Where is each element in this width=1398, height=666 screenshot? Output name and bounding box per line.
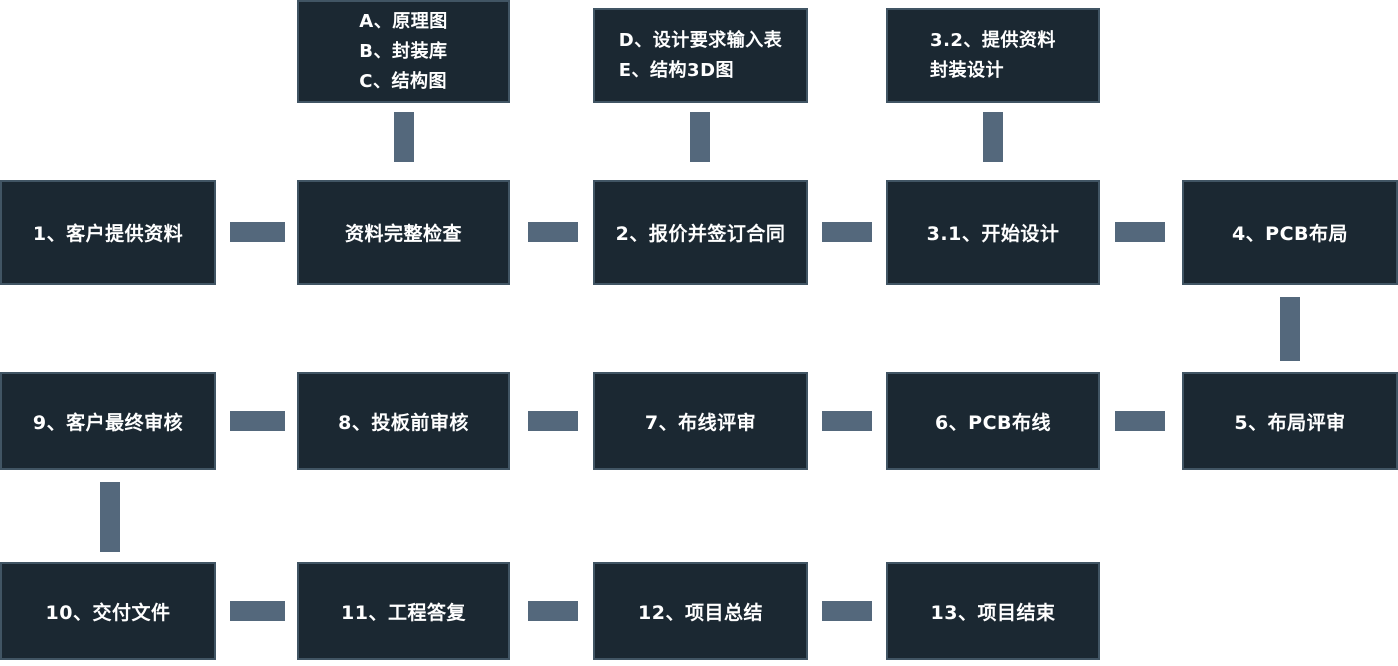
flow-node-step-2: 2、报价并签订合同 xyxy=(593,180,808,285)
flow-node-label: 9、客户最终审核 xyxy=(32,411,184,434)
flow-node-label: 10、交付文件 xyxy=(45,601,171,624)
annotation-lines: D、设计要求输入表 E、结构3D图 xyxy=(619,28,782,83)
connector-step-8-to-step-9 xyxy=(230,411,285,431)
annotation-box-de: D、设计要求输入表 E、结构3D图 xyxy=(593,8,808,103)
annotation-box-3-2: 3.2、提供资料 封装设计 xyxy=(886,8,1100,103)
flow-node-data-check: 资料完整检查 xyxy=(297,180,510,285)
connector-step-6-to-step-7 xyxy=(822,411,872,431)
flow-node-label: 6、PCB布线 xyxy=(934,411,1052,434)
connector-step-3-1-to-step-4 xyxy=(1115,222,1165,242)
flow-node-label: 8、投板前审核 xyxy=(338,411,469,434)
annotation-line: B、封装库 xyxy=(359,40,448,62)
annotation-line: 3.2、提供资料 xyxy=(930,29,1056,51)
flow-node-step-3-1: 3.1、开始设计 xyxy=(886,180,1100,285)
annotation-line: E、结构3D图 xyxy=(618,60,735,81)
flow-node-step-6: 6、PCB布线 xyxy=(886,372,1100,470)
annotation-box-abc: A、原理图 B、封装库 C、结构图 xyxy=(297,0,510,103)
connector-step-5-to-step-6 xyxy=(1115,411,1165,431)
flow-node-step-1: 1、客户提供资料 xyxy=(0,180,216,285)
connector-step-10-to-step-11 xyxy=(230,601,285,621)
flow-node-step-10: 10、交付文件 xyxy=(0,562,216,660)
connector-annotation-3-2-to-step-3-1 xyxy=(983,112,1003,162)
flow-node-label: 12、项目总结 xyxy=(638,601,763,624)
flow-node-label: 2、报价并签订合同 xyxy=(615,223,786,245)
flow-node-label: 7、布线评审 xyxy=(644,411,757,434)
connector-step-7-to-step-8 xyxy=(528,411,578,431)
annotation-lines: 3.2、提供资料 封装设计 xyxy=(930,28,1056,83)
connector-step-12-to-step-13 xyxy=(822,601,872,621)
flow-node-label: 资料完整检查 xyxy=(344,223,462,245)
flow-node-step-7: 7、布线评审 xyxy=(593,372,808,470)
flow-node-step-13: 13、项目结束 xyxy=(886,562,1100,660)
connector-step-4-to-step-5 xyxy=(1280,297,1300,361)
connector-check-to-step-2 xyxy=(528,222,578,242)
connector-annotation-abc-to-check xyxy=(394,112,414,162)
flow-node-label: 11、工程答复 xyxy=(341,601,466,624)
flow-node-step-5: 5、布局评审 xyxy=(1182,372,1398,470)
annotation-lines: A、原理图 B、封装库 C、结构图 xyxy=(359,9,447,95)
annotation-line: 封装设计 xyxy=(930,60,1005,81)
annotation-line: A、原理图 xyxy=(359,10,448,32)
flow-node-step-11: 11、工程答复 xyxy=(297,562,510,660)
connector-step-9-to-step-10 xyxy=(100,482,120,552)
connector-step-2-to-step-3-1 xyxy=(822,222,872,242)
flow-node-step-8: 8、投板前审核 xyxy=(297,372,510,470)
flow-node-label: 1、客户提供资料 xyxy=(32,223,184,245)
flow-node-label: 4、PCB布局 xyxy=(1231,223,1349,245)
annotation-line: D、设计要求输入表 xyxy=(618,29,783,51)
flow-node-label: 5、布局评审 xyxy=(1234,411,1346,434)
annotation-line: C、结构图 xyxy=(359,71,447,93)
connector-annotation-de-to-step-2 xyxy=(690,112,710,162)
flow-node-step-12: 12、项目总结 xyxy=(593,562,808,660)
flow-node-step-9: 9、客户最终审核 xyxy=(0,372,216,470)
flow-node-step-4: 4、PCB布局 xyxy=(1182,180,1398,285)
flow-node-label: 13、项目结束 xyxy=(930,601,1056,624)
connector-step-11-to-step-12 xyxy=(528,601,578,621)
connector-step-1-to-check xyxy=(230,222,285,242)
flow-node-label: 3.1、开始设计 xyxy=(926,223,1060,245)
